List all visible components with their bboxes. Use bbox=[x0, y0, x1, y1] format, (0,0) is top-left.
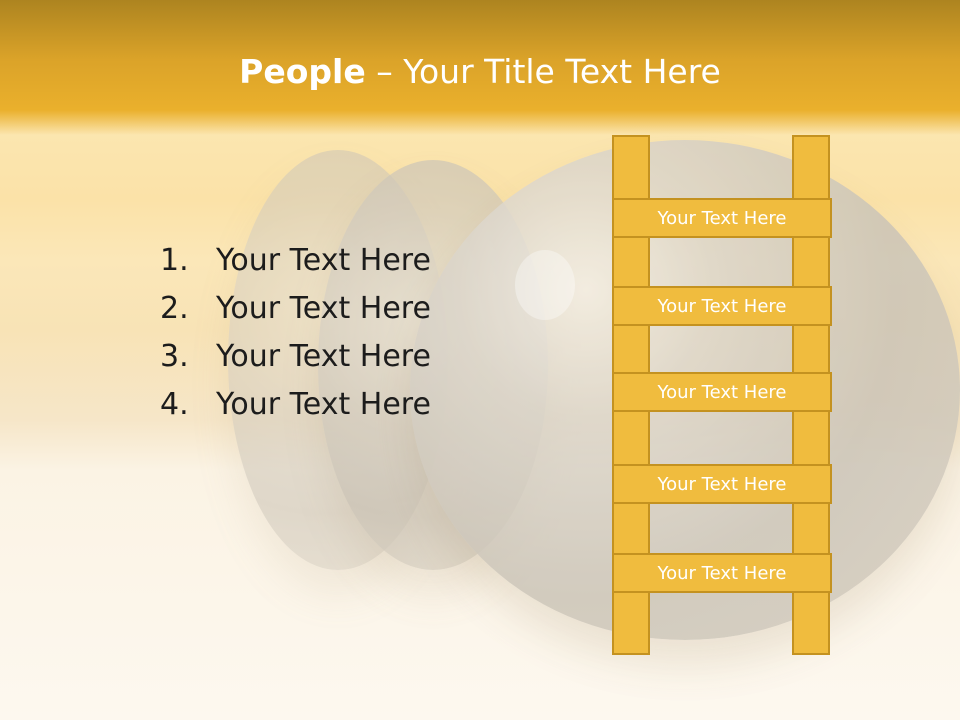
slide-title-rest: – Your Title Text Here bbox=[365, 52, 721, 91]
sphere-highlight bbox=[515, 250, 575, 320]
ladder-rung-5: Your Text Here bbox=[612, 553, 832, 593]
list-item-number: 3. bbox=[160, 338, 189, 374]
list-item-number: 2. bbox=[160, 290, 189, 326]
list-item-number: 4. bbox=[160, 386, 189, 422]
list-item: 1. Your Text Here bbox=[160, 236, 431, 284]
list-item: 2. Your Text Here bbox=[160, 284, 431, 332]
list-item: 4. Your Text Here bbox=[160, 380, 431, 428]
slide-title: People – Your Title Text Here bbox=[0, 52, 960, 91]
header-band bbox=[0, 0, 960, 135]
ladder-rung-4: Your Text Here bbox=[612, 464, 832, 504]
numbered-list: 1. Your Text Here 2. Your Text Here 3. Y… bbox=[160, 236, 431, 428]
ladder-rung-3: Your Text Here bbox=[612, 372, 832, 412]
list-item-number: 1. bbox=[160, 242, 189, 278]
list-item-text: Your Text Here bbox=[216, 242, 431, 278]
ladder-rung-1: Your Text Here bbox=[612, 198, 832, 238]
list-item-text: Your Text Here bbox=[216, 386, 431, 422]
list-item: 3. Your Text Here bbox=[160, 332, 431, 380]
list-item-text: Your Text Here bbox=[216, 290, 431, 326]
slide-title-bold: People bbox=[239, 52, 366, 91]
list-item-text: Your Text Here bbox=[216, 338, 431, 374]
ladder-rung-2: Your Text Here bbox=[612, 286, 832, 326]
